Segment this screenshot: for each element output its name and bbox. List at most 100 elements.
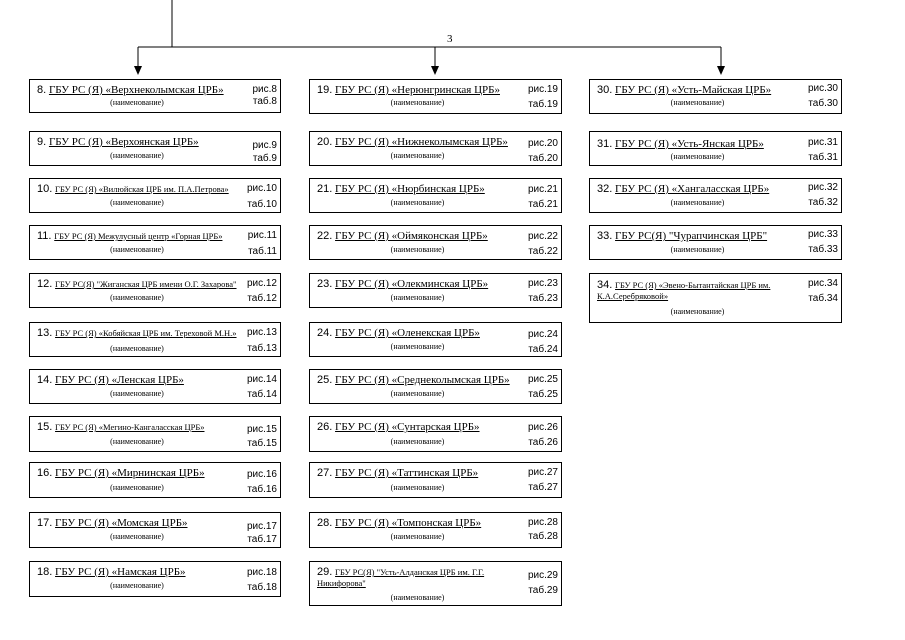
box-subtitle: (наименование) <box>110 344 164 353</box>
box-figure-ref: рис.27 <box>527 467 558 478</box>
box-number: 27. <box>317 467 333 479</box>
org-box-28: 28. ГБУ РС (Я) «Томпонская ЦРБ» (наимено… <box>309 512 562 548</box>
box-org-name: ГБУ РС(Я) "Усть-Алданская ЦРБ им. Г.Г. Н… <box>317 567 485 588</box>
box-figure-ref: рис.12 <box>246 278 277 289</box>
org-box-16: 16. ГБУ РС (Я) «Мирнинская ЦРБ» (наимено… <box>29 462 281 498</box>
box-subtitle: (наименование) <box>390 532 445 541</box>
box-figure-ref: рис.13 <box>246 327 277 338</box>
box-org-name: ГБУ РС (Я) «Хангаласская ЦРБ» <box>615 183 770 195</box>
box-table-ref: таб.17 <box>247 534 277 545</box>
box-org-name: ГБУ РС (Я) «Намская ЦРБ» <box>55 566 186 578</box>
org-box-30: 30. ГБУ РС (Я) «Усть-Майская ЦРБ» (наиме… <box>589 79 842 114</box>
box-number: 21. <box>317 183 333 195</box>
org-box-12: 12. ГБУ РС(Я) "Жиганская ЦРБ имени О.Г. … <box>29 273 281 308</box>
box-subtitle: (наименование) <box>390 245 445 254</box>
box-table-ref: таб.33 <box>808 244 838 255</box>
arrowhead-col2 <box>431 66 439 75</box>
org-box-32: 32. ГБУ РС (Я) «Хангаласская ЦРБ» (наиме… <box>589 178 842 213</box>
box-number: 17. <box>37 517 53 529</box>
box-figure-ref: рис.23 <box>527 278 558 289</box>
arrowhead-col3 <box>717 66 725 75</box>
box-number: 8. <box>37 84 47 96</box>
box-table-ref: таб.29 <box>528 585 558 596</box>
box-org-name: ГБУ РС (Я) «Оймяконская ЦРБ» <box>335 230 488 242</box>
org-box-23: 23. ГБУ РС (Я) «Олекминская ЦРБ» (наимен… <box>309 273 562 308</box>
box-table-ref: таб.21 <box>528 199 558 210</box>
box-org-name: ГБУ РС (Я) «Вилюйская ЦРБ им. П.А.Петров… <box>55 184 229 194</box>
box-table-ref: таб.15 <box>247 438 277 449</box>
org-box-21: 21. ГБУ РС (Я) «Нюрбинская ЦРБ» (наимено… <box>309 178 562 213</box>
org-box-11: 11. ГБУ РС (Я) Межулусный центр «Горная … <box>29 225 281 260</box>
box-number: 34. <box>597 280 613 291</box>
box-subtitle: (наименование) <box>110 198 164 207</box>
org-box-27: 27. ГБУ РС (Я) «Таттинская ЦРБ» (наимено… <box>309 462 562 498</box>
box-number: 16. <box>37 467 53 479</box>
box-org-name: ГБУ РС (Я) «Нижнеколымская ЦРБ» <box>335 136 508 148</box>
box-table-ref: таб.13 <box>247 343 277 354</box>
box-number: 29. <box>317 567 333 578</box>
box-subtitle: (наименование) <box>110 581 164 590</box>
box-subtitle: (наименование) <box>110 483 164 492</box>
box-table-ref: таб.10 <box>247 199 277 210</box>
box-number: 22. <box>317 230 333 242</box>
box-figure-ref: рис.25 <box>527 374 558 385</box>
org-box-15: 15. ГБУ РС (Я) «Мегино-Кангаласская ЦРБ»… <box>29 416 281 452</box>
org-box-25: 25. ГБУ РС (Я) «Среднеколымская ЦРБ» (на… <box>309 369 562 404</box>
box-number: 19. <box>317 84 333 96</box>
box-number: 28. <box>317 517 333 529</box>
box-figure-ref: рис.15 <box>246 424 277 435</box>
box-number: 9. <box>37 136 47 148</box>
box-table-ref: таб.31 <box>808 152 838 163</box>
box-figure-ref: рис.18 <box>246 567 277 578</box>
org-box-24: 24. ГБУ РС (Я) «Оленекская ЦРБ» (наимено… <box>309 322 562 357</box>
box-subtitle: (наименование) <box>110 98 164 107</box>
box-table-ref: таб.11 <box>248 246 277 257</box>
box-org-name: ГБУ РС (Я) «Олекминская ЦРБ» <box>335 278 489 290</box>
box-number: 20. <box>317 136 333 148</box>
box-org-name: ГБУ РС (Я) «Кобяйская ЦРБ им. Тереховой … <box>55 328 237 338</box>
box-org-name: ГБУ РС (Я) Межулусный центр «Горная ЦРБ» <box>54 231 223 241</box>
box-subtitle: (наименование) <box>390 483 445 492</box>
box-number: 23. <box>317 278 333 290</box>
box-table-ref: таб.9 <box>252 153 277 164</box>
box-figure-ref: рис.29 <box>527 570 558 581</box>
box-number: 13. <box>37 327 53 339</box>
box-figure-ref: рис.31 <box>807 137 838 148</box>
box-subtitle: (наименование) <box>110 245 164 254</box>
arrowhead-col1 <box>134 66 142 75</box>
box-table-ref: таб.25 <box>528 389 558 400</box>
branch-label: 3 <box>447 33 453 45</box>
box-org-name: ГБУ РС (Я) «Мирнинская ЦРБ» <box>55 467 205 479</box>
box-number: 32. <box>597 183 613 195</box>
box-number: 10. <box>37 183 53 195</box>
box-org-name: ГБУ РС (Я) «Верхоянская ЦРБ» <box>48 136 199 148</box>
box-subtitle: (наименование) <box>670 198 725 207</box>
org-box-29: 29. ГБУ РС(Я) "Усть-Алданская ЦРБ им. Г.… <box>309 561 562 606</box>
box-table-ref: таб.12 <box>247 293 277 304</box>
box-subtitle: (наименование) <box>390 342 445 351</box>
box-figure-ref: рис.34 <box>807 278 838 289</box>
org-box-33: 33. ГБУ РС(Я) "Чурапчинская ЦРБ" (наимен… <box>589 225 842 260</box>
box-number: 31. <box>597 138 613 150</box>
box-figure-ref: рис.16 <box>246 469 277 480</box>
box-figure-ref: рис.11 <box>247 230 277 241</box>
box-table-ref: таб.30 <box>808 98 838 109</box>
box-subtitle: (наименование) <box>390 198 445 207</box>
box-number: 18. <box>37 566 53 578</box>
org-box-9: 9. ГБУ РС (Я) «Верхоянская ЦРБ» (наимено… <box>29 131 281 166</box>
box-org-name: ГБУ РС (Я) «Среднеколымская ЦРБ» <box>335 374 510 386</box>
box-org-name: ГБУ РС (Я) «Верхнеколымская ЦРБ» <box>48 84 224 96</box>
org-box-14: 14. ГБУ РС (Я) «Ленская ЦРБ» (наименован… <box>29 369 281 404</box>
box-table-ref: таб.14 <box>247 389 277 400</box>
box-subtitle: (наименование) <box>390 98 445 107</box>
box-org-name: ГБУ РС (Я) «Нюрбинская ЦРБ» <box>335 183 485 195</box>
box-number: 33. <box>597 230 613 242</box>
org-box-22: 22. ГБУ РС (Я) «Оймяконская ЦРБ» (наимен… <box>309 225 562 260</box>
box-figure-ref: рис.8 <box>252 84 278 95</box>
box-figure-ref: рис.30 <box>807 83 838 94</box>
org-box-34: 34. ГБУ РС (Я) «Эвено-Бытантайская ЦРБ и… <box>589 273 842 323</box>
box-number: 15. <box>37 421 53 433</box>
box-table-ref: таб.32 <box>808 197 838 208</box>
box-table-ref: таб.18 <box>247 582 277 593</box>
